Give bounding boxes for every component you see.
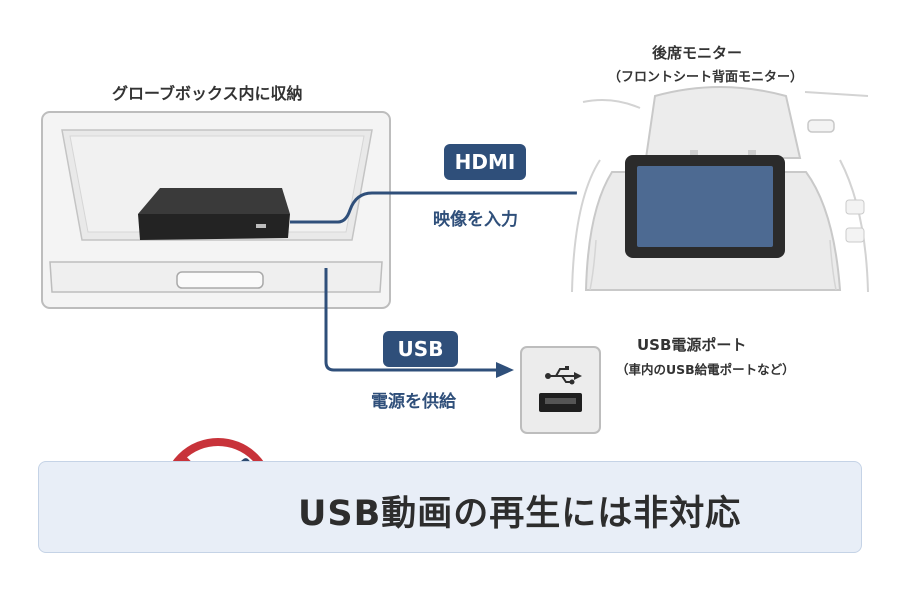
usb-port-title: USB電源ポート <box>637 336 747 354</box>
usb-arrowhead <box>496 362 514 378</box>
notice-banner <box>38 461 862 553</box>
glovebox-label: グローブボックス内に収納 <box>112 84 303 103</box>
usb-port-subtitle: （車内のUSB給電ポートなど） <box>616 362 795 377</box>
rear-monitor-screen <box>625 155 785 258</box>
hdmi-description: 映像を入力 <box>433 210 518 230</box>
usb-symbol-icon <box>545 366 582 385</box>
usb-description: 電源を供給 <box>371 392 456 412</box>
usb-power-port <box>520 346 601 434</box>
monitor-title: 後席モニター <box>652 44 743 62</box>
notice-text: USB動画の再生には非対応 <box>298 494 742 534</box>
media-player-box <box>138 188 290 240</box>
hdmi-badge: HDMI <box>444 144 526 180</box>
usb-cable-arrow <box>324 268 497 372</box>
monitor-subtitle: （フロントシート背面モニター） <box>608 70 804 85</box>
usb-badge: USB <box>383 331 458 367</box>
hdmi-cable-arrow <box>290 191 600 224</box>
